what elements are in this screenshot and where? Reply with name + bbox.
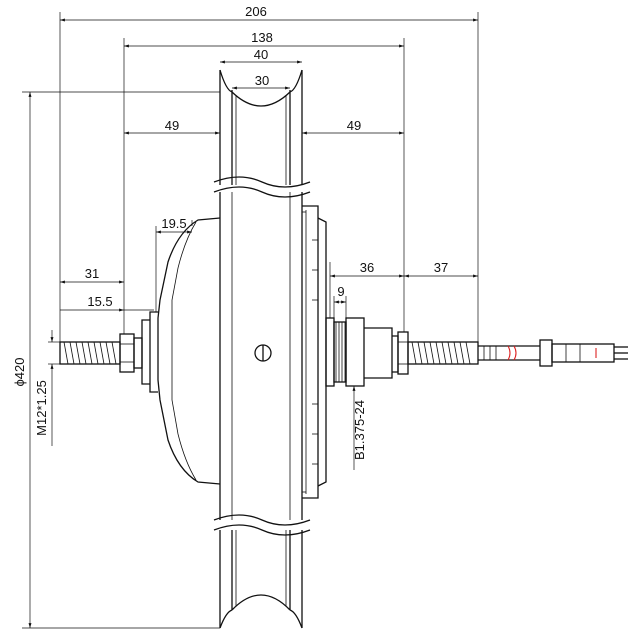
motor-cable (478, 345, 540, 361)
dim-freewheel-thread: B1.375-24 (352, 386, 367, 470)
dim-text-49-right: 49 (347, 118, 361, 133)
dim-right-axle: 37 (404, 260, 478, 278)
dim-freewheel-small: 9 (333, 284, 347, 322)
dim-rim-inner: 30 (232, 73, 290, 90)
dim-text-phi-420: ϕ420 (12, 358, 27, 387)
dim-text-31: 31 (85, 266, 99, 281)
dim-text-36: 36 (360, 260, 374, 275)
dim-text-49-left: 49 (165, 118, 179, 133)
dim-text-b1375: B1.375-24 (352, 400, 367, 460)
dim-text-9: 9 (337, 284, 344, 299)
dim-left-cover: 19.5 (155, 216, 193, 312)
dim-text-30: 30 (255, 73, 269, 88)
dim-text-40: 40 (254, 47, 268, 62)
dim-right-flange: 49 (302, 118, 404, 135)
dim-wheel-diameter: ϕ420 (12, 91, 220, 629)
motor-body (141, 205, 327, 499)
freewheel (325, 317, 399, 387)
dim-text-206: 206 (245, 4, 267, 19)
dim-right-freewheel: 36 (329, 260, 404, 318)
dim-text-19-5: 19.5 (161, 216, 186, 231)
dim-text-138: 138 (251, 30, 273, 45)
dim-overall-width: 206 (59, 4, 479, 342)
rim (213, 69, 311, 629)
dim-between-dropouts: 138 (123, 30, 405, 334)
dim-axle-thread: M12*1.25 (34, 330, 60, 446)
dim-text-15-5: 15.5 (87, 294, 112, 309)
left-axle (59, 333, 143, 373)
dim-text-m12: M12*1.25 (34, 380, 49, 436)
right-axle (397, 331, 479, 375)
dim-left-axle: 31 (60, 266, 124, 284)
dim-left-shoulder: 15.5 (60, 294, 154, 312)
dim-left-flange: 49 (124, 118, 220, 135)
dim-text-37: 37 (434, 260, 448, 275)
cable-connector (539, 339, 628, 367)
dim-rim-outer: 40 (220, 47, 302, 64)
